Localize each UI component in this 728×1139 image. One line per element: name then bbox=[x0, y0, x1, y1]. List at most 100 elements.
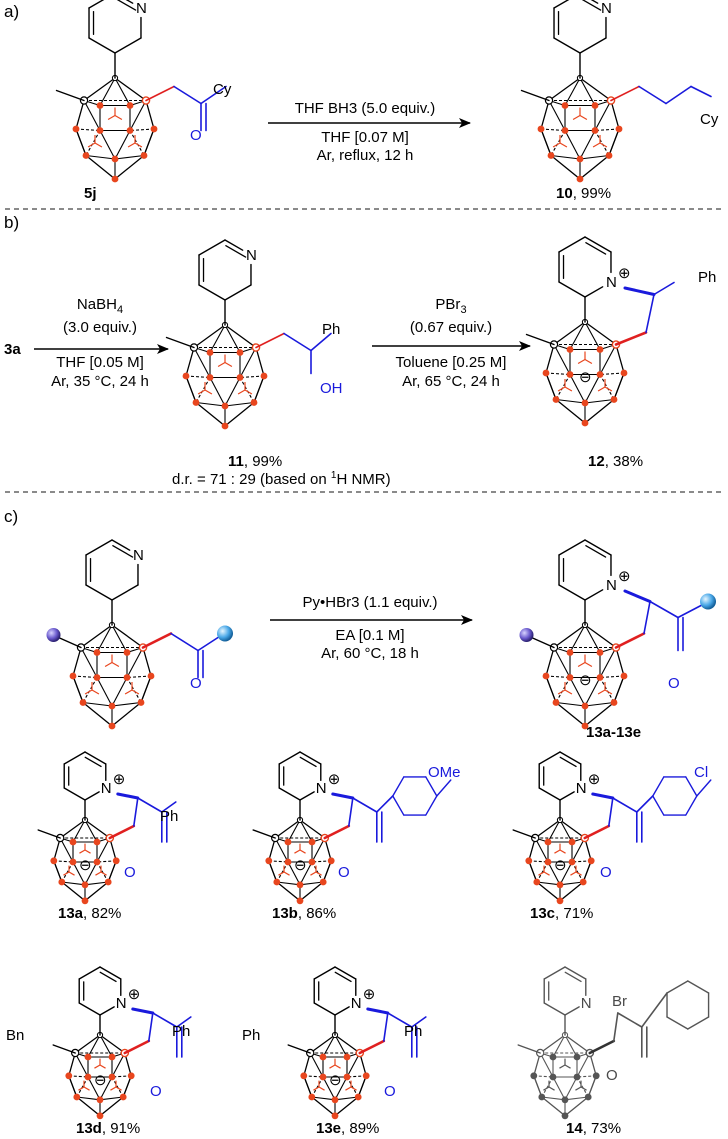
ring-bond bbox=[538, 751, 561, 765]
cage-edge bbox=[541, 1096, 566, 1101]
ring-bond bbox=[111, 539, 131, 551]
boron-atom bbox=[108, 1073, 116, 1081]
compound-general-product: ⊖N⊕ bbox=[519, 539, 716, 730]
cage-edge bbox=[99, 1076, 113, 1101]
cage-star bbox=[580, 1086, 587, 1091]
cage-edge bbox=[553, 647, 571, 678]
ring-bond bbox=[584, 286, 604, 298]
11-label: 11, 99% bbox=[228, 453, 282, 470]
cage-star bbox=[110, 1086, 117, 1091]
cage-edge bbox=[311, 837, 326, 863]
cage-edge bbox=[82, 701, 113, 707]
nitrogen-atom: N bbox=[136, 0, 147, 17]
cage-edge bbox=[536, 881, 561, 886]
ring-bond bbox=[558, 539, 586, 556]
new-bond bbox=[588, 1039, 616, 1055]
substituent-sphere bbox=[217, 625, 233, 642]
boron-atom bbox=[104, 878, 112, 886]
cage-star bbox=[124, 689, 133, 695]
arrow-b2-reagent-1: PBr3 bbox=[435, 296, 466, 316]
cage-edge bbox=[140, 675, 152, 703]
nitrogen-atom: N bbox=[606, 577, 617, 594]
cage-edge bbox=[322, 1034, 336, 1058]
boron-atom bbox=[108, 702, 116, 710]
cage-edge bbox=[576, 1076, 589, 1098]
arrow-a-reagent-3: Ar, reflux, 12 h bbox=[317, 147, 414, 164]
boron-atom bbox=[362, 1072, 370, 1080]
cage-edge bbox=[584, 321, 601, 350]
new-bond bbox=[614, 331, 648, 346]
ring-bond bbox=[78, 966, 101, 980]
new-bond bbox=[116, 792, 140, 800]
boron-atom bbox=[573, 1073, 581, 1081]
cage-edge bbox=[569, 374, 586, 404]
cage-edge bbox=[72, 675, 98, 679]
ring-double-bond bbox=[585, 242, 607, 255]
boron-atom bbox=[581, 419, 589, 427]
ring-bond bbox=[85, 539, 113, 556]
compound-13b: ⊖N⊕ bbox=[252, 751, 452, 905]
ring-double-bond bbox=[585, 545, 607, 558]
cage-edge bbox=[309, 1052, 324, 1078]
cage-star bbox=[99, 1064, 106, 1069]
methyl-bond bbox=[287, 1044, 311, 1054]
ring-bond bbox=[313, 966, 336, 980]
anion-charge: ⊖ bbox=[329, 1072, 342, 1089]
cage-edge bbox=[96, 837, 111, 863]
cage-edge bbox=[599, 675, 625, 679]
boron-atom bbox=[587, 857, 595, 865]
ring-bond bbox=[553, 0, 570, 9]
product-label: 13a-13e bbox=[586, 724, 641, 741]
ring-bond bbox=[99, 1006, 115, 1016]
cage-edge bbox=[582, 860, 592, 883]
cage-edge bbox=[545, 675, 571, 679]
cage-edge bbox=[239, 347, 257, 378]
bond bbox=[696, 779, 712, 797]
cage-edge bbox=[599, 677, 615, 703]
bond bbox=[649, 600, 679, 619]
boron-atom bbox=[561, 127, 569, 134]
boron-atom bbox=[265, 857, 273, 865]
diastereomeric-ratio: d.r. = 71 : 29 (based on 1H NMR) bbox=[172, 470, 391, 488]
cage-edge bbox=[68, 1075, 78, 1098]
bond bbox=[133, 797, 139, 827]
sm-oxygen: O bbox=[190, 675, 202, 692]
methyl-bond bbox=[55, 89, 85, 102]
cyclohexyl-bond bbox=[666, 1016, 689, 1030]
bond bbox=[152, 1012, 178, 1028]
cage-edge bbox=[114, 154, 145, 160]
cage-edge bbox=[608, 128, 620, 156]
ring-bond bbox=[543, 1002, 566, 1016]
ring-bond bbox=[111, 584, 139, 601]
cage-star bbox=[107, 114, 116, 121]
panel-a-label: a) bbox=[4, 2, 19, 21]
ring-bond bbox=[125, 0, 134, 4]
cage-star bbox=[552, 142, 561, 148]
3a-label: 3a bbox=[4, 341, 21, 358]
cage-edge bbox=[276, 881, 301, 886]
boron-atom bbox=[58, 878, 66, 886]
cage-edge bbox=[85, 130, 101, 156]
ring-double-bond bbox=[334, 971, 352, 983]
bond bbox=[57, 636, 82, 649]
cage-edge bbox=[579, 77, 596, 106]
cage-star bbox=[592, 142, 601, 148]
cage-edge bbox=[311, 1096, 336, 1101]
new-bond bbox=[108, 824, 136, 840]
ring-bond bbox=[278, 787, 301, 801]
cage-edge bbox=[559, 819, 573, 843]
cage-edge bbox=[195, 401, 226, 407]
linker-bond bbox=[141, 632, 173, 649]
cage-star bbox=[548, 1086, 555, 1091]
ring-bond bbox=[198, 284, 226, 301]
cage-edge bbox=[61, 881, 86, 886]
cage-edge bbox=[99, 77, 116, 106]
nitrogen-atom: N bbox=[606, 274, 617, 291]
arrow-b1-reagent-1: NaBH4 bbox=[77, 296, 123, 316]
cage-edge bbox=[195, 377, 211, 403]
boron-atom bbox=[620, 672, 628, 680]
cage-star bbox=[577, 661, 586, 668]
cage-edge bbox=[576, 1052, 591, 1078]
bond bbox=[410, 1016, 427, 1028]
boron-atom bbox=[596, 371, 604, 378]
